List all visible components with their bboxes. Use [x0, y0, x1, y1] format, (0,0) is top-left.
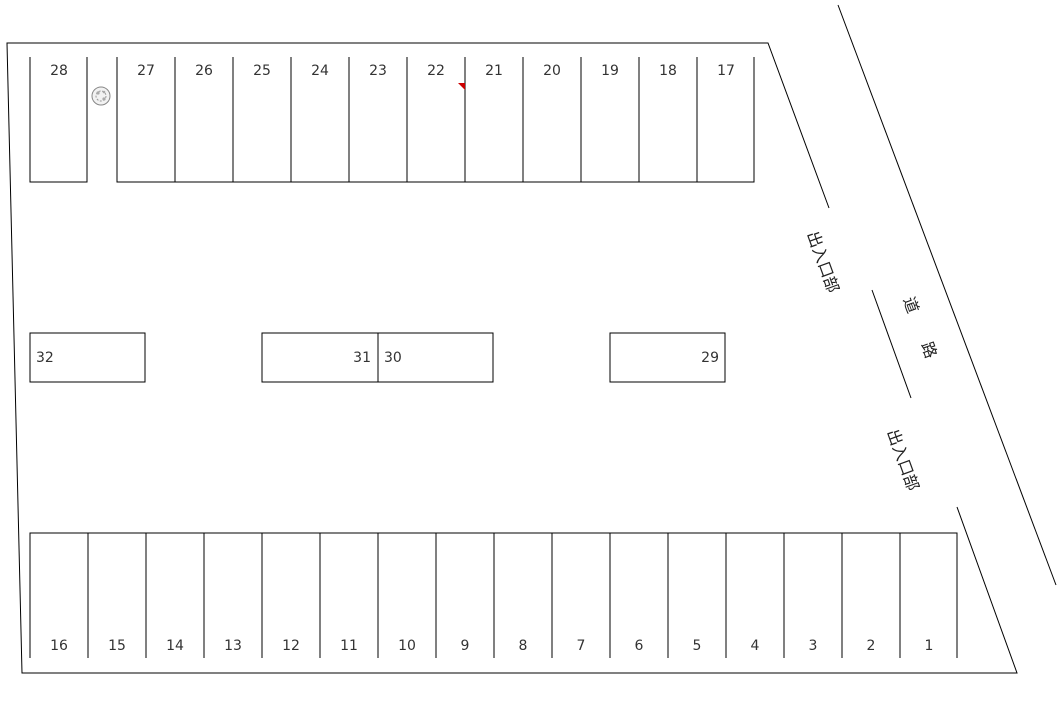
space-number: 29 — [701, 350, 719, 366]
space-number: 14 — [166, 638, 184, 654]
space-number: 27 — [137, 63, 155, 79]
marker-icon — [458, 83, 465, 90]
space-number: 22 — [427, 63, 445, 79]
space-number: 31 — [353, 350, 371, 366]
space-number: 19 — [601, 63, 619, 79]
road-edge-inner — [871, 289, 912, 399]
space-number: 32 — [36, 350, 54, 366]
middle-row: 32 31 30 29 — [29, 332, 726, 383]
space-number: 20 — [543, 63, 561, 79]
lot-boundary-upper — [6, 42, 1018, 674]
space-number: 11 — [340, 638, 358, 654]
top-row: 28 27 26 25 24 23 22 21 20 19 18 17 — [29, 57, 755, 183]
space-number: 1 — [925, 638, 934, 654]
space-number: 12 — [282, 638, 300, 654]
space-number: 28 — [50, 63, 68, 79]
space-number: 6 — [635, 638, 644, 654]
entrance-label-lower: 出入口部 — [883, 427, 923, 494]
space-number: 9 — [461, 638, 470, 654]
tree-icon — [91, 86, 111, 106]
space-number: 13 — [224, 638, 242, 654]
space-number: 10 — [398, 638, 416, 654]
space-number: 21 — [485, 63, 503, 79]
parking-space-29 — [609, 332, 726, 383]
top-row-block — [116, 57, 755, 183]
space-number: 23 — [369, 63, 387, 79]
road-edge-outer — [837, 4, 1057, 586]
parking-space-28 — [29, 57, 88, 183]
space-number: 7 — [577, 638, 586, 654]
space-number: 2 — [867, 638, 876, 654]
road-label-2: 路 — [917, 339, 940, 361]
space-number: 17 — [717, 63, 735, 79]
space-number: 16 — [50, 638, 68, 654]
space-number: 26 — [195, 63, 213, 79]
parking-space-32 — [29, 332, 146, 383]
entrance-label-upper: 出入口部 — [803, 229, 843, 296]
space-number: 8 — [519, 638, 528, 654]
space-number: 5 — [693, 638, 702, 654]
space-number: 18 — [659, 63, 677, 79]
space-number: 4 — [751, 638, 760, 654]
space-number: 30 — [384, 350, 402, 366]
space-number: 15 — [108, 638, 126, 654]
space-number: 3 — [809, 638, 818, 654]
space-number: 25 — [253, 63, 271, 79]
road-label-1: 道 — [899, 294, 922, 316]
bottom-row: 16 15 14 13 12 11 10 9 8 7 6 5 4 3 2 1 — [29, 532, 958, 658]
space-number: 24 — [311, 63, 329, 79]
